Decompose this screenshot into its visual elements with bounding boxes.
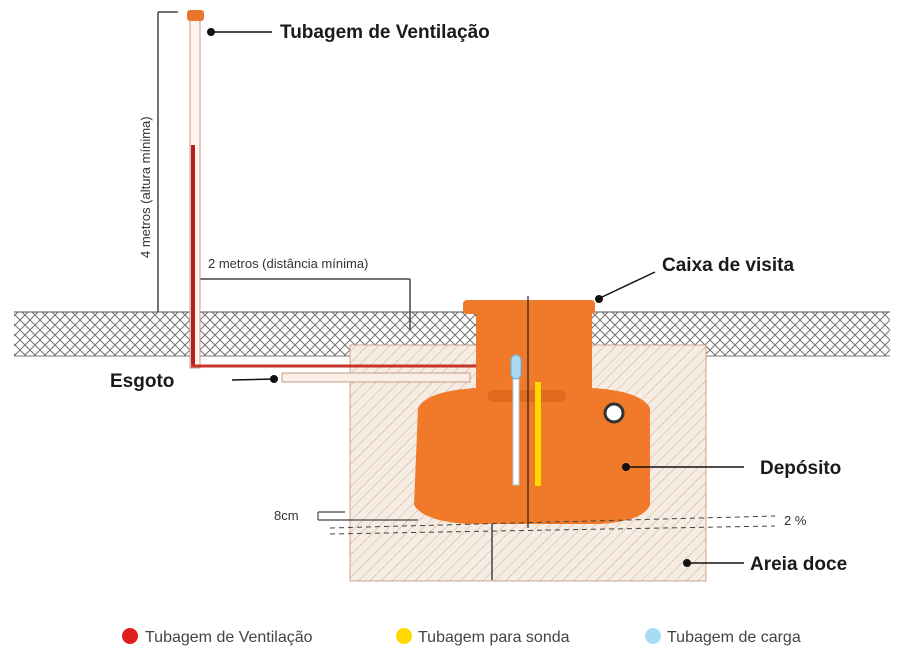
legend: Tubagem de Ventilação Tubagem para sonda… [122, 628, 801, 646]
distance-label: 2 metros (distância mínima) [208, 256, 368, 271]
sewage-pipe [281, 372, 471, 383]
label-sewage: Esgoto [110, 371, 174, 392]
legend-swatch-vent [122, 628, 138, 644]
legend-label-load: Tubagem de carga [667, 629, 801, 646]
ground-surface [14, 311, 890, 357]
legend-label-vent: Tubagem de Ventilação [145, 629, 313, 646]
label-sand: Areia doce [750, 554, 847, 575]
depth-label: 8cm [274, 508, 299, 523]
slope-label: 2 % [784, 513, 807, 528]
distance-dimension [198, 278, 411, 330]
height-label: 4 metros (altura mínima) [138, 116, 153, 258]
tank [414, 296, 650, 528]
legend-swatch-load [645, 628, 661, 644]
leader-lines [207, 28, 744, 567]
legend-label-probe: Tubagem para sonda [418, 629, 570, 646]
height-dimension [157, 11, 178, 312]
legend-swatch-probe [396, 628, 412, 644]
label-manhole: Caixa de visita [662, 255, 794, 276]
depth-markers [317, 511, 776, 580]
label-tank: Depósito [760, 458, 841, 479]
label-vent-pipe: Tubagem de Ventilação [280, 22, 490, 43]
